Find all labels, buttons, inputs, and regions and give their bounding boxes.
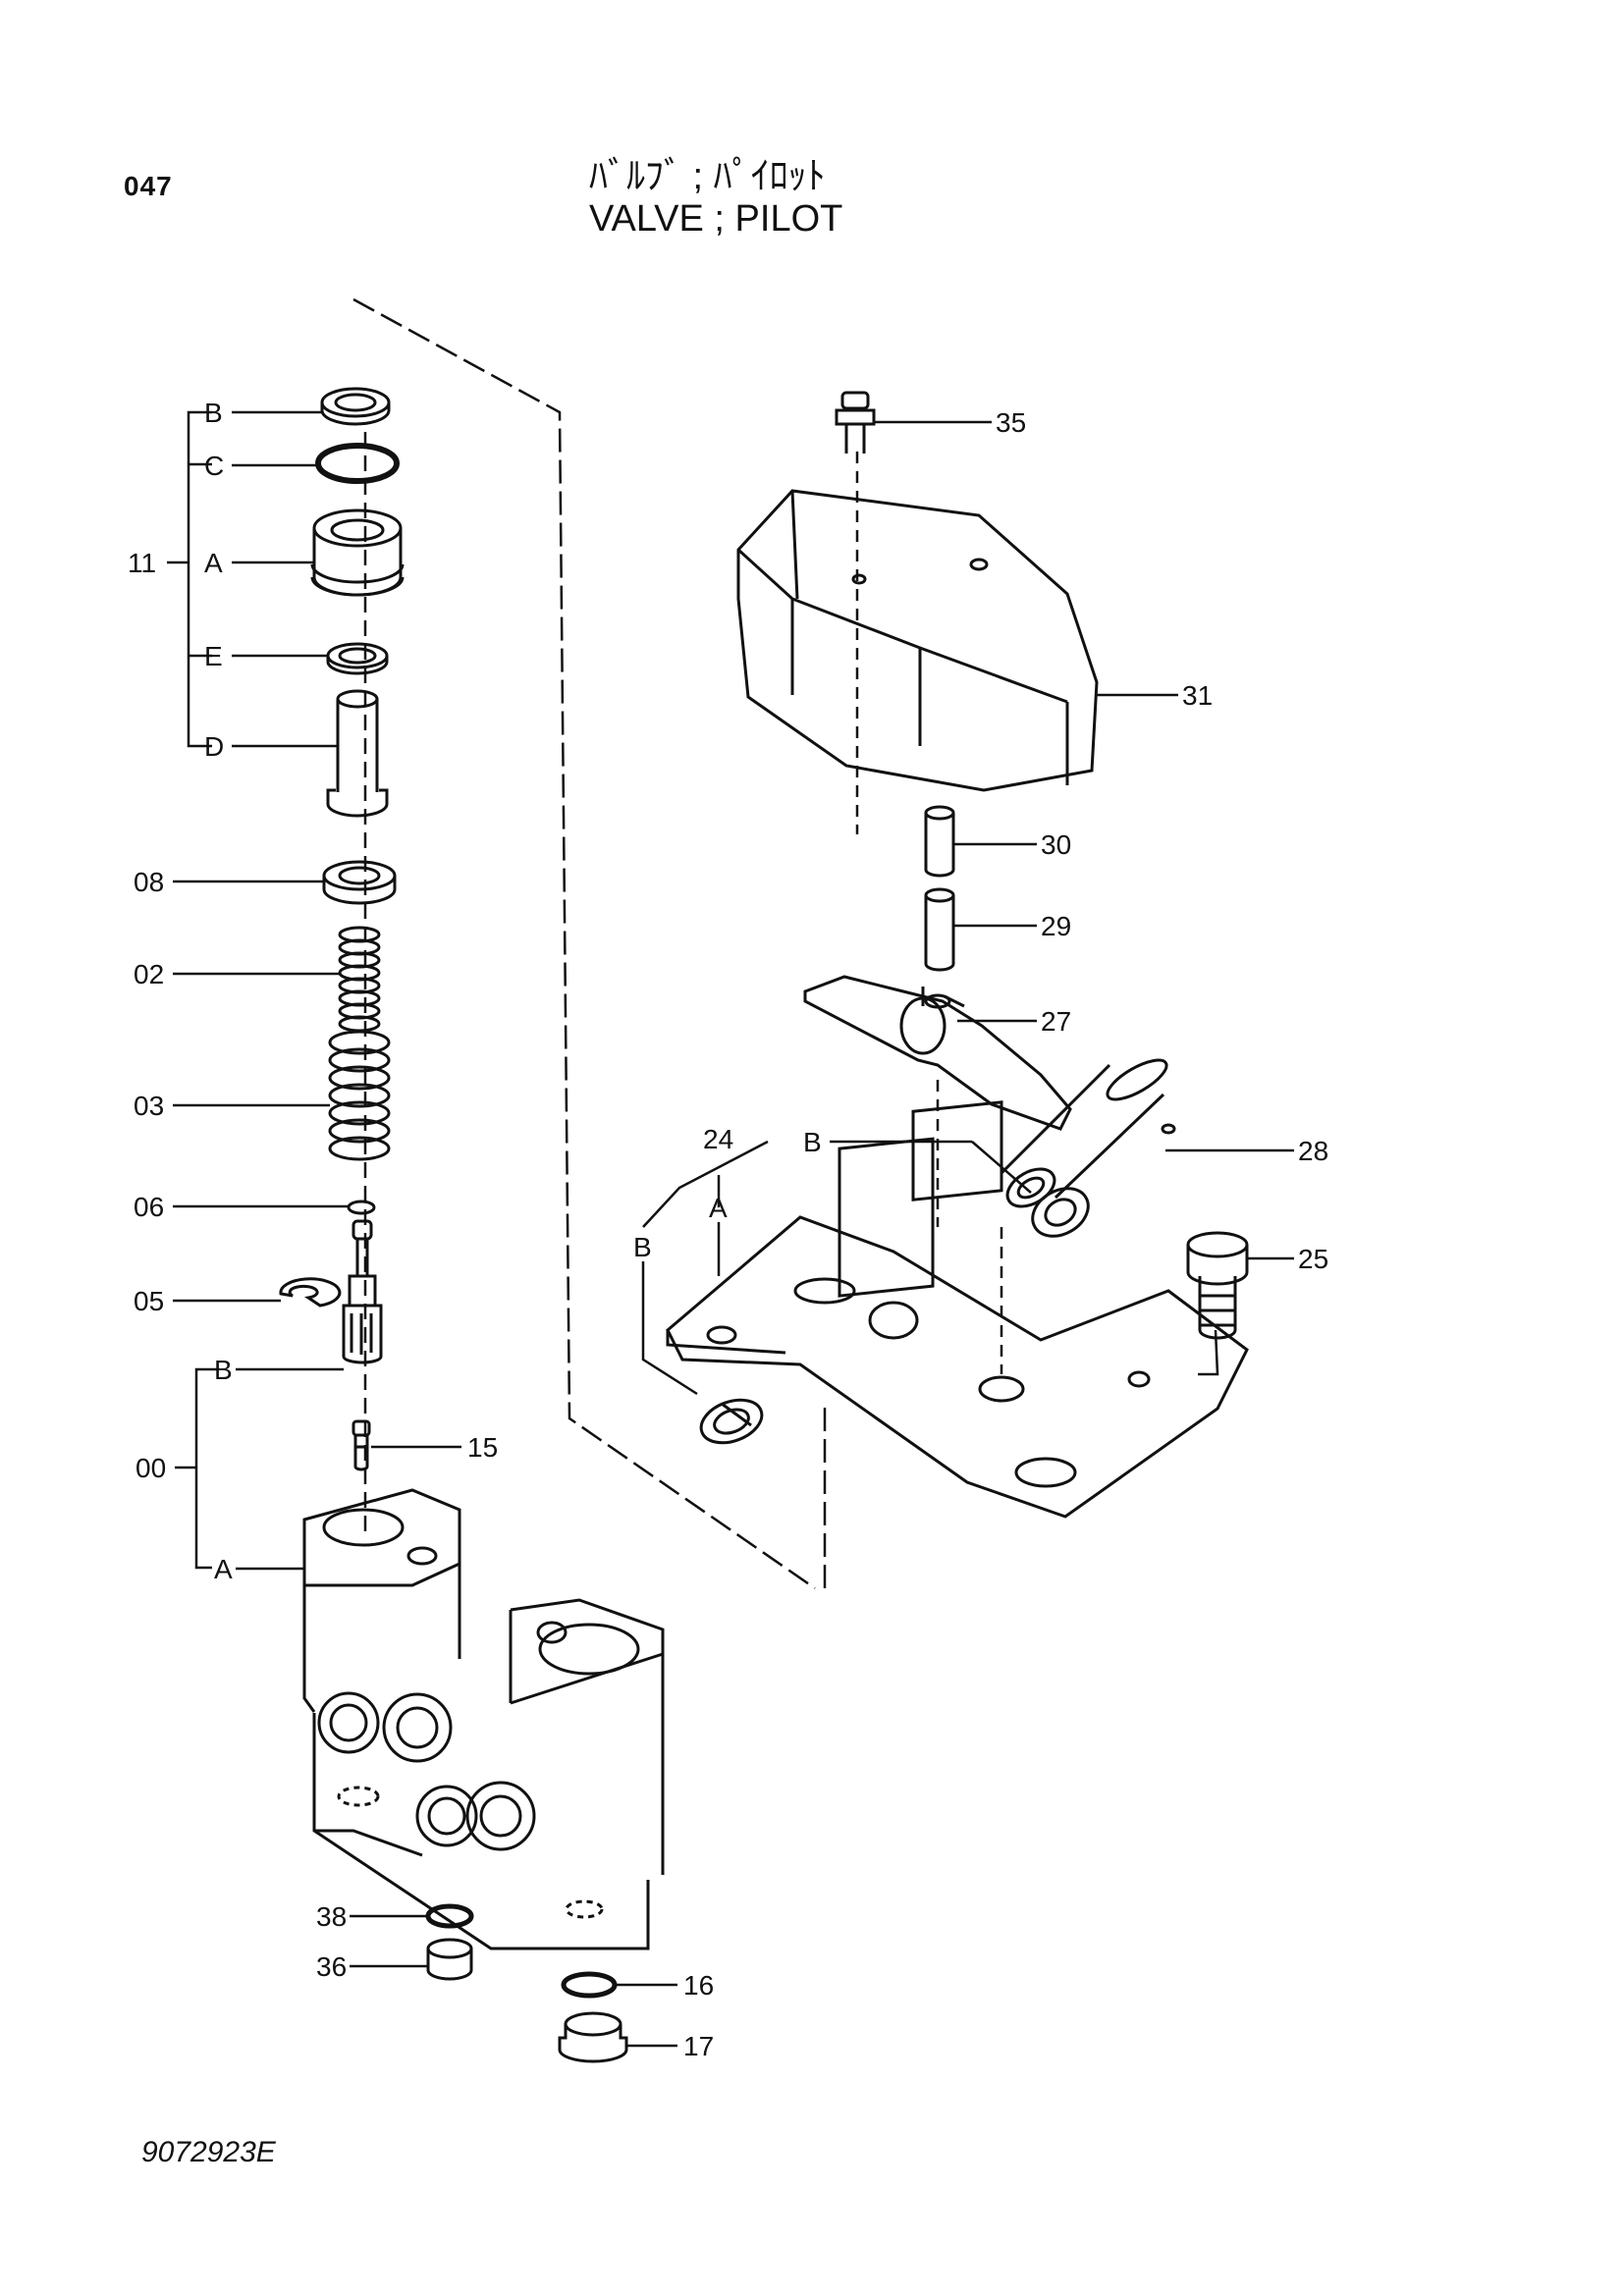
bushing-part-11a [310, 508, 405, 597]
callout-24-b-side: B [633, 1232, 652, 1262]
spring-seat-part-08 [322, 860, 397, 905]
callout-30: 30 [1041, 829, 1071, 860]
o-ring-part-16 [561, 1971, 618, 1999]
callout-31: 31 [1182, 680, 1213, 711]
callout-00-b: B [214, 1355, 233, 1385]
ring-part-11e [326, 642, 389, 675]
assembly-guide-lines [352, 297, 1003, 1590]
plug-part-17 [558, 2011, 628, 2063]
bolt-part-35 [835, 391, 876, 454]
callout-11-a: A [204, 548, 223, 578]
callout-05: 05 [134, 1286, 164, 1316]
plate-part-24a [666, 1100, 1249, 1519]
inner-spring-part-02 [338, 926, 381, 1033]
callout-35: 35 [996, 407, 1026, 438]
callout-27: 27 [1041, 1006, 1071, 1037]
outer-spring-part-03 [328, 1030, 391, 1161]
leader-lines [167, 410, 1294, 2048]
pusher-part-11d [326, 689, 389, 818]
spool-part-00b [342, 1219, 383, 1364]
callout-03: 03 [134, 1091, 164, 1121]
lever-part-27 [803, 975, 1072, 1131]
bushing-part-24b-bottom [699, 1398, 764, 1445]
seal-ring-part-11b [320, 387, 391, 426]
washer-part-05 [279, 1277, 342, 1308]
document-code: 9072923E [141, 2136, 276, 2168]
callout-06: 06 [134, 1192, 164, 1222]
callout-08: 08 [134, 867, 164, 897]
rod-part-30 [924, 805, 955, 878]
callout-29: 29 [1041, 911, 1071, 941]
o-ring-part-38 [425, 1903, 474, 1929]
rod-part-29 [924, 887, 955, 972]
callout-11-d: D [204, 731, 224, 762]
callout-24-b-top: B [803, 1127, 822, 1157]
o-ring-part-11c [315, 443, 400, 484]
callout-00: 00 [135, 1453, 166, 1483]
callout-16: 16 [683, 1970, 714, 2001]
callout-02: 02 [134, 959, 164, 989]
page-number: 047 [124, 171, 173, 201]
callout-25: 25 [1298, 1244, 1328, 1274]
pin-part-15 [352, 1419, 371, 1471]
bushing-part-24b-top [1031, 1187, 1090, 1238]
callout-labels: 11 B C A E D 08 02 03 06 05 00 B A 15 38… [128, 398, 1328, 2061]
callout-15: 15 [467, 1432, 498, 1463]
callout-11-e: E [204, 641, 223, 671]
callout-11-b: B [204, 398, 223, 428]
plug-part-36 [426, 1938, 473, 1981]
cover-part-31 [736, 489, 1099, 792]
callout-17: 17 [683, 2031, 714, 2061]
callout-11-c: C [204, 451, 224, 481]
callout-38: 38 [316, 1901, 347, 1932]
callout-24: 24 [703, 1124, 733, 1154]
title-english: VALVE ; PILOT [589, 198, 843, 240]
title-japanese: ﾊﾞﾙﾌﾞ ; ﾊﾟｲﾛｯﾄ [589, 156, 826, 197]
casing-part-00a [302, 1488, 665, 1950]
callout-11: 11 [128, 548, 156, 578]
callout-00-a: A [214, 1554, 233, 1584]
callout-28: 28 [1298, 1136, 1328, 1166]
shim-part-06 [347, 1200, 376, 1215]
callout-24-a: A [709, 1193, 728, 1223]
screw-part-25 [1186, 1231, 1249, 1340]
callout-36: 36 [316, 1951, 347, 1982]
